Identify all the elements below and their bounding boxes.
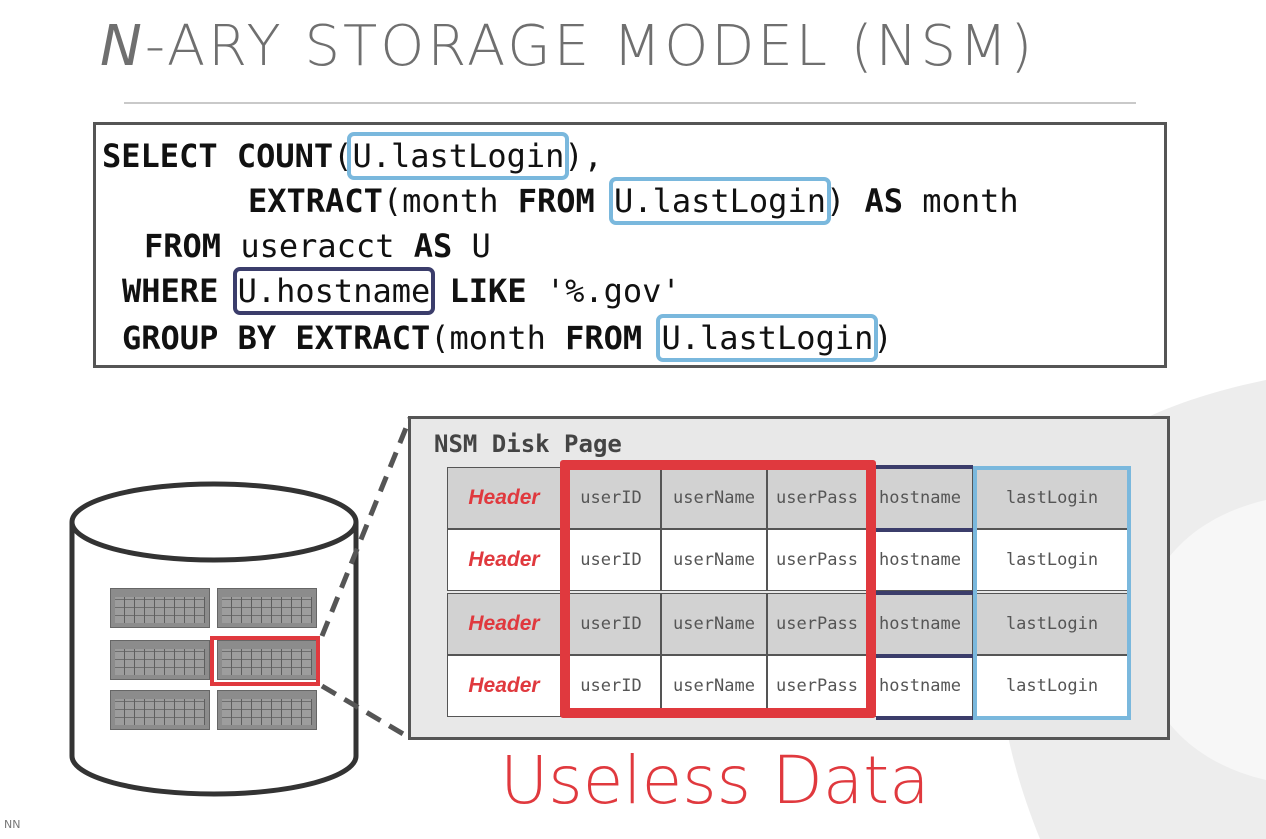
sql-keyword: LIKE [449, 272, 527, 310]
footer-mark: ΝN [4, 818, 21, 831]
sql-keyword: FROM [517, 182, 595, 220]
title-n: N [100, 14, 145, 79]
header-cell: Header [447, 655, 561, 717]
sql-text: '%.gov' [545, 272, 681, 310]
highlight-hostname: U.hostname [232, 267, 436, 315]
hostname-column-marker [876, 528, 973, 532]
disk-page-thumbnail [217, 640, 317, 680]
sql-keyword: AS [413, 227, 453, 265]
userid-cell: userID [561, 593, 661, 655]
highlight-lastlogin: U.lastLogin [347, 132, 570, 180]
hostname-column-marker [876, 591, 973, 595]
username-cell: userName [661, 655, 767, 717]
lastlogin-cell: lastLogin [973, 655, 1131, 717]
userid-cell: userID [561, 529, 661, 591]
page-title: N-ARY STORAGE MODEL (NSM) [100, 14, 1200, 94]
disk-page-thumbnail [110, 640, 210, 680]
sql-line-5: GROUP BY EXTRACT(month FROM U.lastLogin) [122, 314, 893, 362]
sql-text: (month [430, 319, 566, 357]
hostname-cell: hostname [867, 529, 973, 591]
sql-text: ), [564, 137, 603, 175]
table-row: Header userID userName userPass hostname… [447, 467, 1131, 529]
useless-data-label: Useless Data [500, 742, 930, 819]
lastlogin-cell: lastLogin [973, 467, 1131, 529]
sql-text: ) [873, 319, 893, 357]
userid-cell: userID [561, 655, 661, 717]
hostname-column-marker [876, 654, 973, 658]
username-cell: userName [661, 529, 767, 591]
sql-line-2: EXTRACT(month FROM U.lastLogin) AS month [248, 177, 1019, 225]
highlight-lastlogin: U.lastLogin [656, 314, 879, 362]
sql-keyword: COUNT [236, 137, 334, 175]
header-cell: Header [447, 467, 561, 529]
userpass-cell: userPass [767, 593, 867, 655]
hostname-cell: hostname [867, 467, 973, 529]
sql-keyword: FROM [144, 227, 222, 265]
disk-page-thumbnail [217, 690, 317, 730]
highlight-lastlogin: U.lastLogin [609, 177, 831, 225]
hostname-column-marker [876, 716, 973, 720]
useless-data-highlight [560, 460, 876, 718]
sql-query-box [93, 122, 1167, 368]
header-cell: Header [447, 593, 561, 655]
username-cell: userName [661, 593, 767, 655]
lastlogin-column-highlight [973, 466, 1131, 720]
sql-line-3: FROM useracct AS U [144, 226, 491, 266]
username-cell: userName [661, 467, 767, 529]
hostname-column-marker [876, 465, 973, 469]
userpass-cell: userPass [767, 529, 867, 591]
disk-page-thumbnail [110, 588, 210, 628]
sql-text: ) [825, 182, 846, 220]
disk-page-thumbnail [110, 690, 210, 730]
header-cell: Header [447, 529, 561, 591]
sql-keyword: EXTRACT [248, 182, 383, 220]
sql-keyword: EXTRACT [295, 319, 431, 357]
sql-text: (month [382, 182, 518, 220]
table-row: Header userID userName userPass hostname… [447, 529, 1131, 591]
sql-line-4: WHERE U.hostname LIKE '%.gov' [122, 267, 681, 315]
title-rest: -ARY STORAGE MODEL (NSM) [144, 14, 1036, 79]
sql-text: month [922, 182, 1019, 220]
sql-keyword: GROUP BY [122, 319, 277, 357]
userpass-cell: userPass [767, 655, 867, 717]
sql-keyword: FROM [565, 319, 643, 357]
hostname-cell: hostname [867, 593, 973, 655]
nsm-disk-page-label: NSM Disk Page [434, 430, 622, 458]
userpass-cell: userPass [767, 467, 867, 529]
sql-text: useracct [240, 227, 395, 265]
sql-line-1: SELECT COUNT(U.lastLogin), [102, 132, 603, 180]
sql-keyword: SELECT [102, 137, 218, 175]
userid-cell: userID [561, 467, 661, 529]
sql-text: ( [333, 137, 353, 175]
sql-text: U [471, 227, 491, 265]
disk-page-thumbnail [217, 588, 317, 628]
lastlogin-cell: lastLogin [973, 529, 1131, 591]
sql-keyword: WHERE [122, 272, 219, 310]
sql-keyword: AS [864, 182, 904, 220]
table-row: Header userID userName userPass hostname… [447, 593, 1131, 655]
selected-page-highlight [210, 636, 320, 686]
hostname-cell: hostname [867, 655, 973, 717]
title-divider [124, 102, 1136, 104]
